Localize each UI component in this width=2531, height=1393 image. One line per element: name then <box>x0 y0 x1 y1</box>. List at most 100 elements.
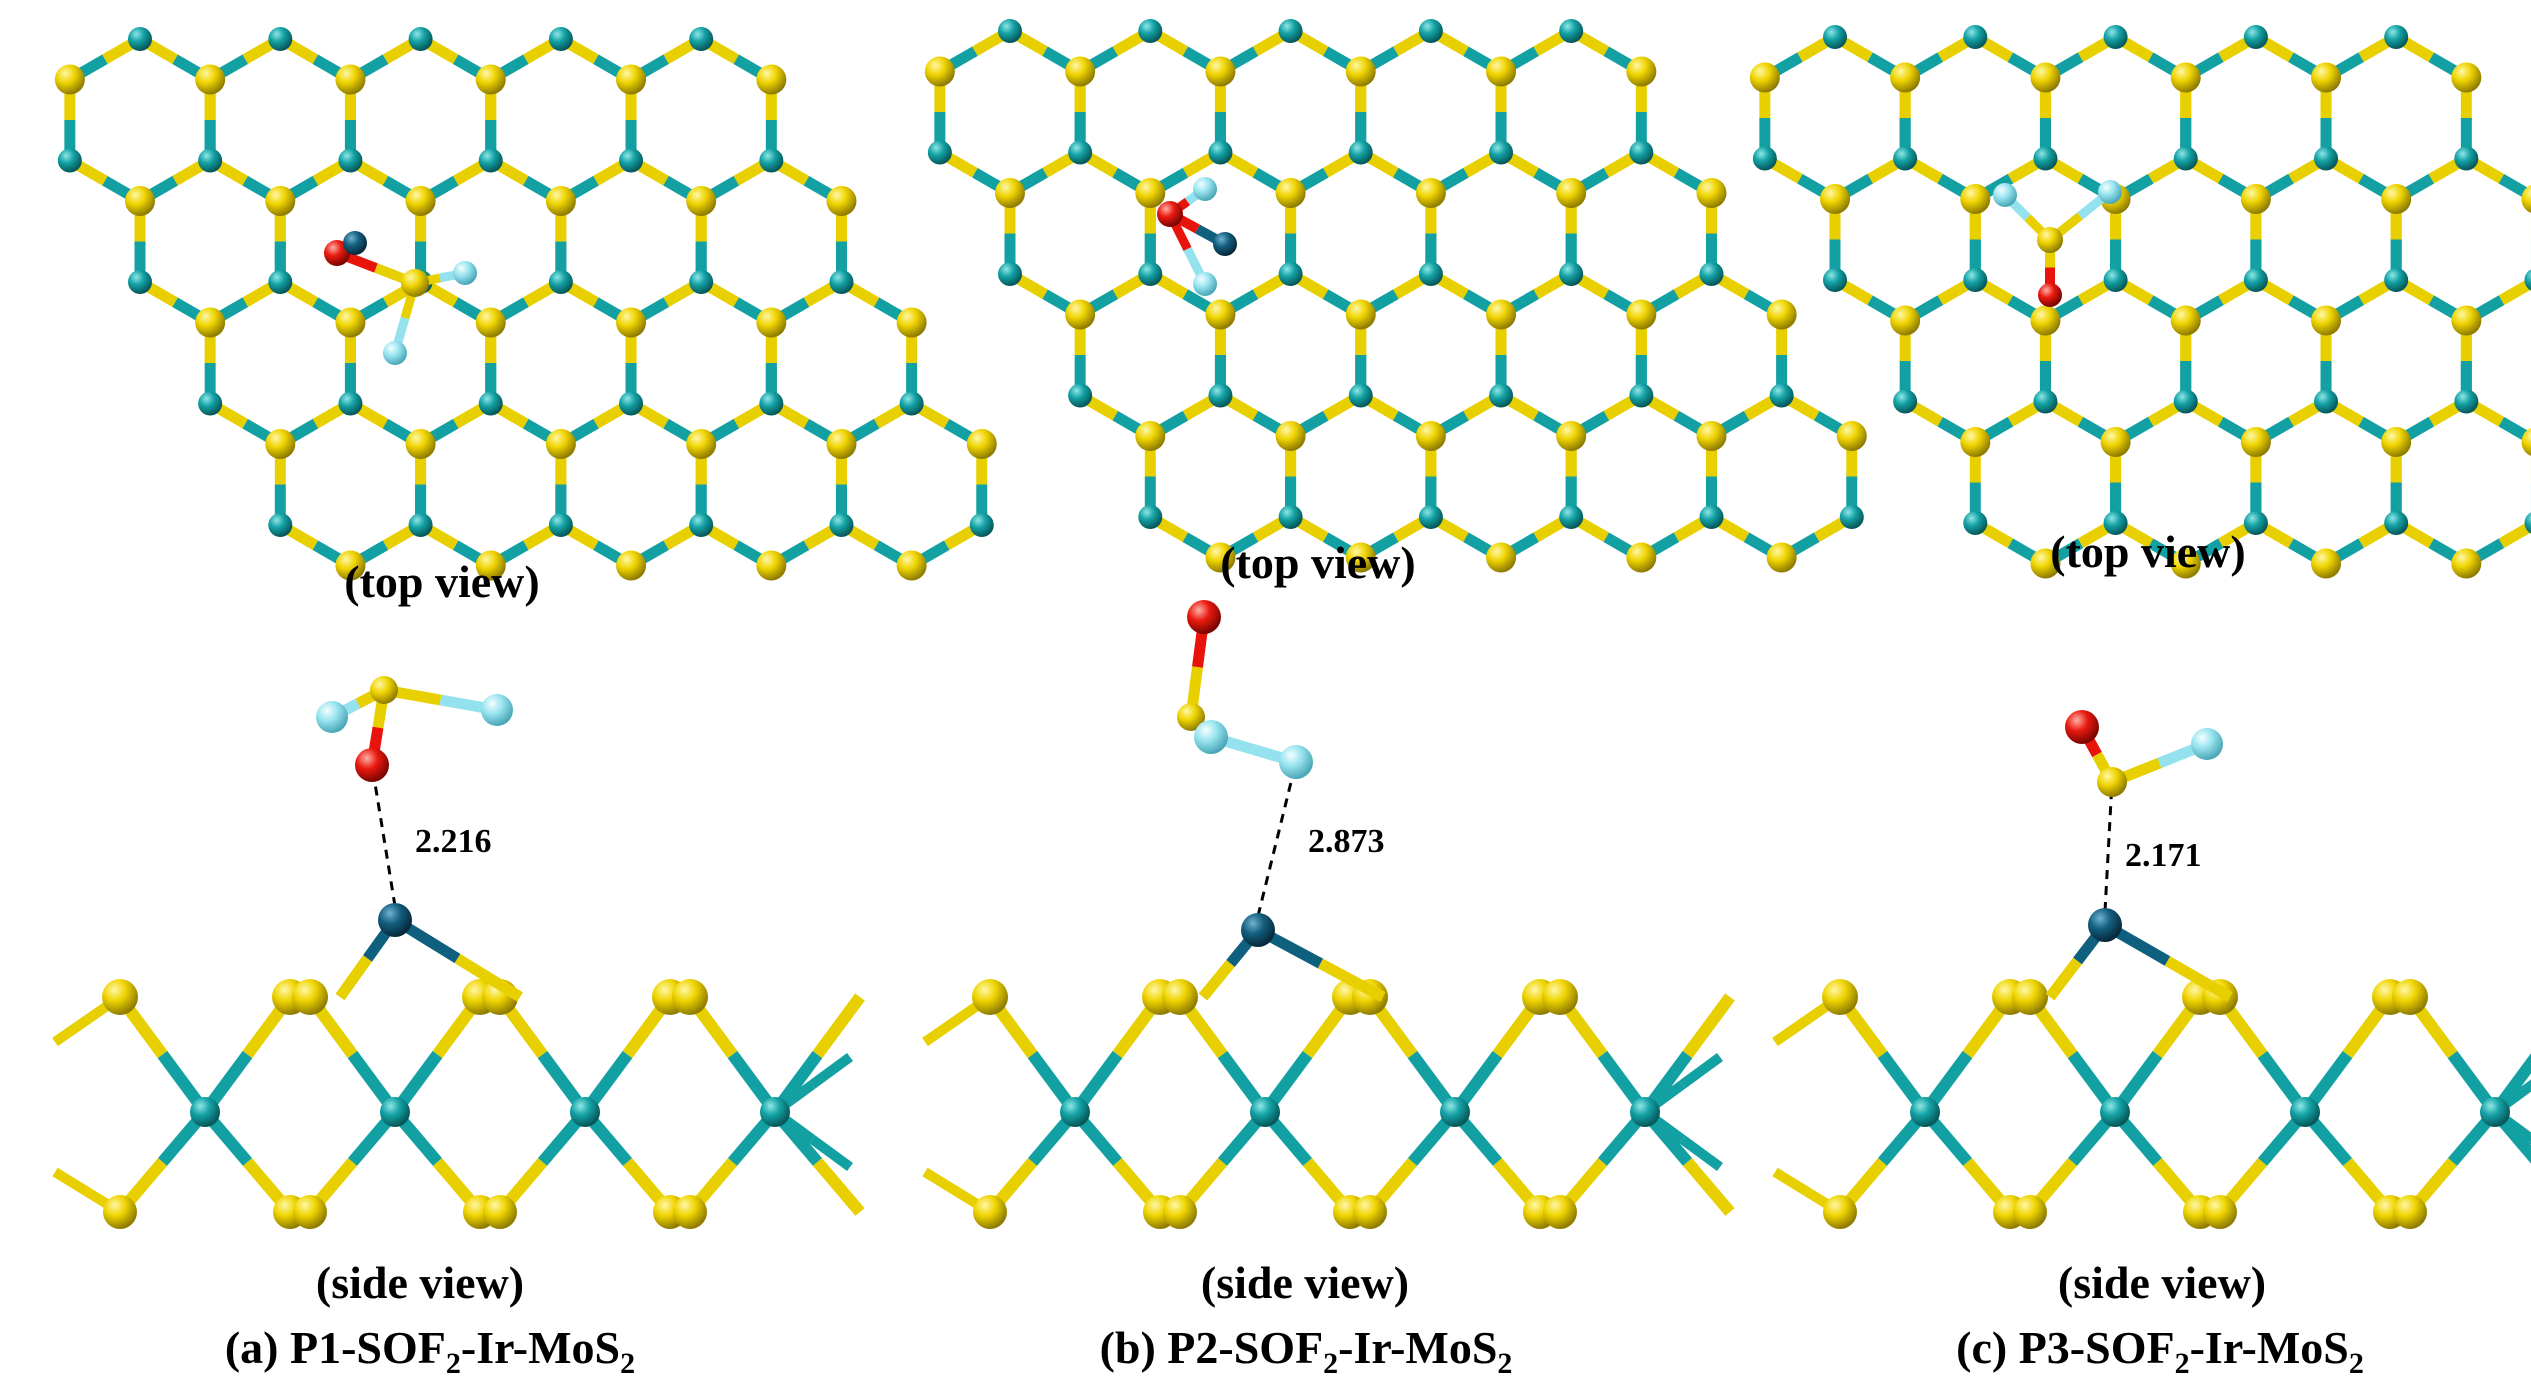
atom-ir <box>1213 232 1237 256</box>
atom-s <box>2012 979 2048 1015</box>
panel-c <box>1749 25 2531 1229</box>
atom-mo <box>548 27 573 51</box>
atom-s <box>1890 305 1921 336</box>
atom-s <box>1749 62 1780 93</box>
atom-o <box>355 748 389 782</box>
atom-s <box>2030 548 2061 579</box>
atom-s <box>2203 1195 2237 1229</box>
atom-mo <box>1418 505 1443 529</box>
top-view-structure <box>54 27 997 581</box>
atom-s <box>756 307 787 338</box>
atom-mo <box>1752 146 1777 171</box>
atom-mo <box>198 148 223 173</box>
bond <box>1682 1158 1735 1216</box>
atom-s <box>483 1195 517 1229</box>
atom-s <box>405 186 436 216</box>
atom-s <box>1556 178 1587 208</box>
atom-mo <box>1630 1097 1660 1127</box>
atom-f <box>1194 720 1228 754</box>
atom-mo <box>2454 389 2479 414</box>
atom-mo <box>1278 505 1303 529</box>
distance-label-b: 2.873 <box>1308 823 1385 860</box>
atom-s <box>195 64 226 95</box>
caption-a: (a) P1-SOF2-Ir-MoS2 <box>225 1322 635 1380</box>
atom-s <box>972 979 1008 1015</box>
atom-s <box>1353 1195 1387 1229</box>
distance-line <box>2103 781 2114 912</box>
atom-s <box>1345 299 1376 330</box>
atom-mo <box>2524 512 2531 534</box>
atom-o <box>1187 600 1221 634</box>
atom-mo <box>1893 146 1918 171</box>
atom-mo <box>2314 146 2339 171</box>
atom-s <box>1766 299 1797 330</box>
atom-s <box>973 1195 1007 1229</box>
atom-f <box>2191 728 2223 760</box>
atom-s <box>1696 421 1727 451</box>
atom-mo <box>1068 383 1093 408</box>
atom-f <box>2098 180 2122 204</box>
atom-mo <box>1418 19 1443 43</box>
top-view-label-b: (top view) <box>1220 537 1415 588</box>
caption-c: (c) P3-SOF2-Ir-MoS2 <box>1956 1322 2364 1380</box>
atom-mo <box>2103 511 2128 535</box>
atom-mo <box>1418 262 1443 286</box>
bond <box>1682 993 1735 1059</box>
atom-mo <box>478 391 503 416</box>
panel-b <box>922 19 1867 1229</box>
atom-mo <box>1963 25 1988 49</box>
atom-mo <box>2173 146 2198 171</box>
atom-mo <box>1823 268 1847 292</box>
atom-mo <box>2100 1097 2130 1127</box>
atom-mo <box>1489 140 1514 165</box>
atom-s <box>2170 62 2201 93</box>
atom-s <box>2392 979 2428 1015</box>
atom-s <box>2451 305 2482 336</box>
atom-s <box>1135 178 1166 208</box>
atom-mo <box>198 391 223 416</box>
bond <box>335 955 372 1001</box>
atom-mo <box>2314 389 2339 414</box>
side-view-structure <box>1772 710 2531 1229</box>
bond <box>2045 957 2082 1001</box>
top-view-structure <box>924 19 1867 573</box>
atom-mo <box>689 270 714 294</box>
atom-s <box>103 1195 137 1229</box>
atom-mo <box>2384 511 2409 535</box>
atom-mo <box>1839 505 1864 529</box>
atom-s <box>405 429 436 459</box>
atom-mo <box>570 1097 600 1127</box>
atom-mo <box>1910 1097 1940 1127</box>
atom-s <box>2311 305 2342 336</box>
atom-mo <box>1489 383 1514 408</box>
atom-s <box>686 429 717 459</box>
atom-s <box>1556 421 1587 451</box>
atom-mo <box>2384 25 2409 49</box>
side-view-label-c: (side view) <box>2058 1257 2266 1308</box>
atom-s <box>1486 56 1517 87</box>
atom-mo <box>1893 389 1918 414</box>
atom-s <box>475 550 506 581</box>
atom-s <box>756 550 787 581</box>
atom-mo <box>1250 1097 1280 1127</box>
atom-mo <box>1963 511 1988 535</box>
atom-s <box>2521 428 2531 456</box>
atom-mo <box>2243 511 2268 535</box>
atom-mo <box>1138 19 1163 43</box>
atom-s <box>1890 62 1921 93</box>
atom-ir <box>1241 913 1275 947</box>
atom-s <box>896 307 927 338</box>
side-view-structure <box>922 600 1735 1229</box>
bond <box>1198 960 1235 1001</box>
atom-mo <box>998 262 1022 286</box>
atom-f <box>1279 745 1313 779</box>
atom-mo <box>1060 1097 1090 1127</box>
atom-s <box>125 186 155 216</box>
atom-s <box>1836 421 1867 451</box>
atom-s <box>401 269 429 297</box>
atom-mo <box>548 270 573 294</box>
atom-mo <box>1208 140 1233 165</box>
side-view-label-a: (side view) <box>316 1257 524 1308</box>
atom-mo <box>1068 140 1093 165</box>
